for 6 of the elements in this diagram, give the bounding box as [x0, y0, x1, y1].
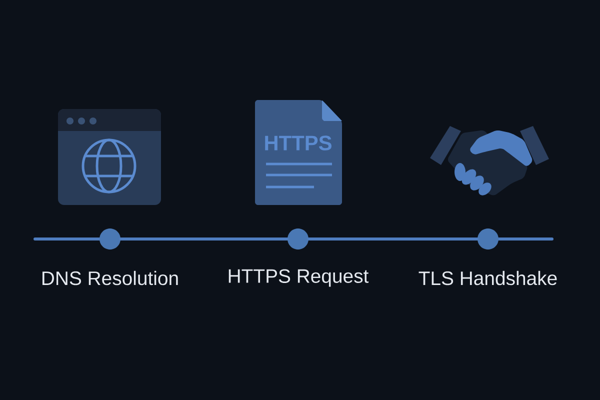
milestone-label: TLS Handshake: [418, 270, 557, 286]
timeline-line: [307, 238, 479, 240]
milestone-label: DNS Resolution: [42, 270, 178, 286]
timeline-line: [119, 238, 289, 240]
document-heading: HTTPS: [265, 136, 332, 150]
milestone-label: HTTPS Request: [228, 269, 369, 287]
